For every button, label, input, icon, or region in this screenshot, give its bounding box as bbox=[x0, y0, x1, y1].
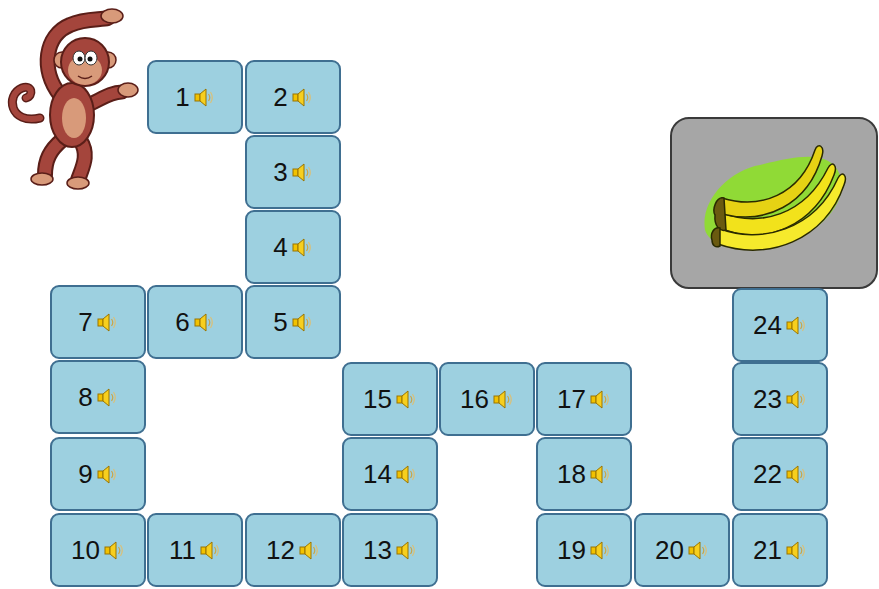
board-tile: 3 bbox=[245, 135, 341, 209]
square-number: 13 bbox=[363, 537, 392, 563]
board-tile: 15 bbox=[342, 362, 438, 436]
board-tile: 21 bbox=[732, 513, 828, 587]
speaker-icon bbox=[589, 463, 611, 485]
board-tile: 18 bbox=[536, 437, 632, 511]
speaker-icon bbox=[395, 539, 417, 561]
square-number: 9 bbox=[78, 461, 92, 487]
board-tile: 13 bbox=[342, 513, 438, 587]
square-number: 11 bbox=[169, 537, 196, 563]
square-number: 16 bbox=[460, 386, 489, 412]
speaker-icon bbox=[785, 314, 807, 336]
speaker-icon bbox=[199, 539, 221, 561]
board-tile: 4 bbox=[245, 210, 341, 284]
square-number: 12 bbox=[266, 537, 295, 563]
board-tile: 6 bbox=[147, 285, 243, 359]
speaker-icon bbox=[193, 86, 215, 108]
square-number: 8 bbox=[78, 384, 92, 410]
square-number: 3 bbox=[273, 159, 287, 185]
board-tile: 19 bbox=[536, 513, 632, 587]
speaker-icon bbox=[785, 388, 807, 410]
speaker-icon bbox=[589, 539, 611, 561]
speaker-icon bbox=[291, 86, 313, 108]
square-number: 17 bbox=[557, 386, 586, 412]
board-tile: 16 bbox=[439, 362, 535, 436]
square-number: 15 bbox=[363, 386, 392, 412]
speaker-icon bbox=[492, 388, 514, 410]
board-tile: 2 bbox=[245, 60, 341, 134]
speaker-icon bbox=[291, 311, 313, 333]
board-tile: 20 bbox=[634, 513, 730, 587]
monkey-illustration bbox=[12, 9, 138, 189]
speaker-icon bbox=[291, 236, 313, 258]
square-number: 2 bbox=[273, 84, 287, 110]
square-number: 6 bbox=[175, 309, 189, 335]
square-number: 1 bbox=[175, 84, 189, 110]
speaker-icon bbox=[96, 311, 118, 333]
square-number: 7 bbox=[78, 309, 92, 335]
square-number: 5 bbox=[273, 309, 287, 335]
banana-goal bbox=[671, 118, 877, 288]
board-tile: 7 bbox=[50, 285, 146, 359]
square-number: 10 bbox=[71, 537, 100, 563]
board-tile: 24 bbox=[732, 288, 828, 362]
square-number: 4 bbox=[273, 234, 287, 260]
square-number: 20 bbox=[655, 537, 684, 563]
speaker-icon bbox=[785, 463, 807, 485]
square-number: 14 bbox=[363, 461, 392, 487]
speaker-icon bbox=[103, 539, 125, 561]
speaker-icon bbox=[785, 539, 807, 561]
board-tile: 9 bbox=[50, 437, 146, 511]
board-tile: 5 bbox=[245, 285, 341, 359]
speaker-icon bbox=[589, 388, 611, 410]
square-number: 24 bbox=[753, 312, 782, 338]
square-number: 22 bbox=[753, 461, 782, 487]
board-tile: 11 bbox=[147, 513, 243, 587]
board-tile: 14 bbox=[342, 437, 438, 511]
board-tile: 8 bbox=[50, 360, 146, 434]
square-number: 18 bbox=[557, 461, 586, 487]
speaker-icon bbox=[96, 463, 118, 485]
board-tile: 10 bbox=[50, 513, 146, 587]
square-number: 19 bbox=[557, 537, 586, 563]
board-tile: 1 bbox=[147, 60, 243, 134]
speaker-icon bbox=[395, 388, 417, 410]
speaker-icon bbox=[291, 161, 313, 183]
board-tile: 17 bbox=[536, 362, 632, 436]
speaker-icon bbox=[96, 386, 118, 408]
speaker-icon bbox=[298, 539, 320, 561]
board-tile: 22 bbox=[732, 437, 828, 511]
square-number: 23 bbox=[753, 386, 782, 412]
square-number: 21 bbox=[753, 537, 782, 563]
speaker-icon bbox=[687, 539, 709, 561]
speaker-icon bbox=[395, 463, 417, 485]
speaker-icon bbox=[193, 311, 215, 333]
board-tile: 23 bbox=[732, 362, 828, 436]
board-tile: 12 bbox=[245, 513, 341, 587]
